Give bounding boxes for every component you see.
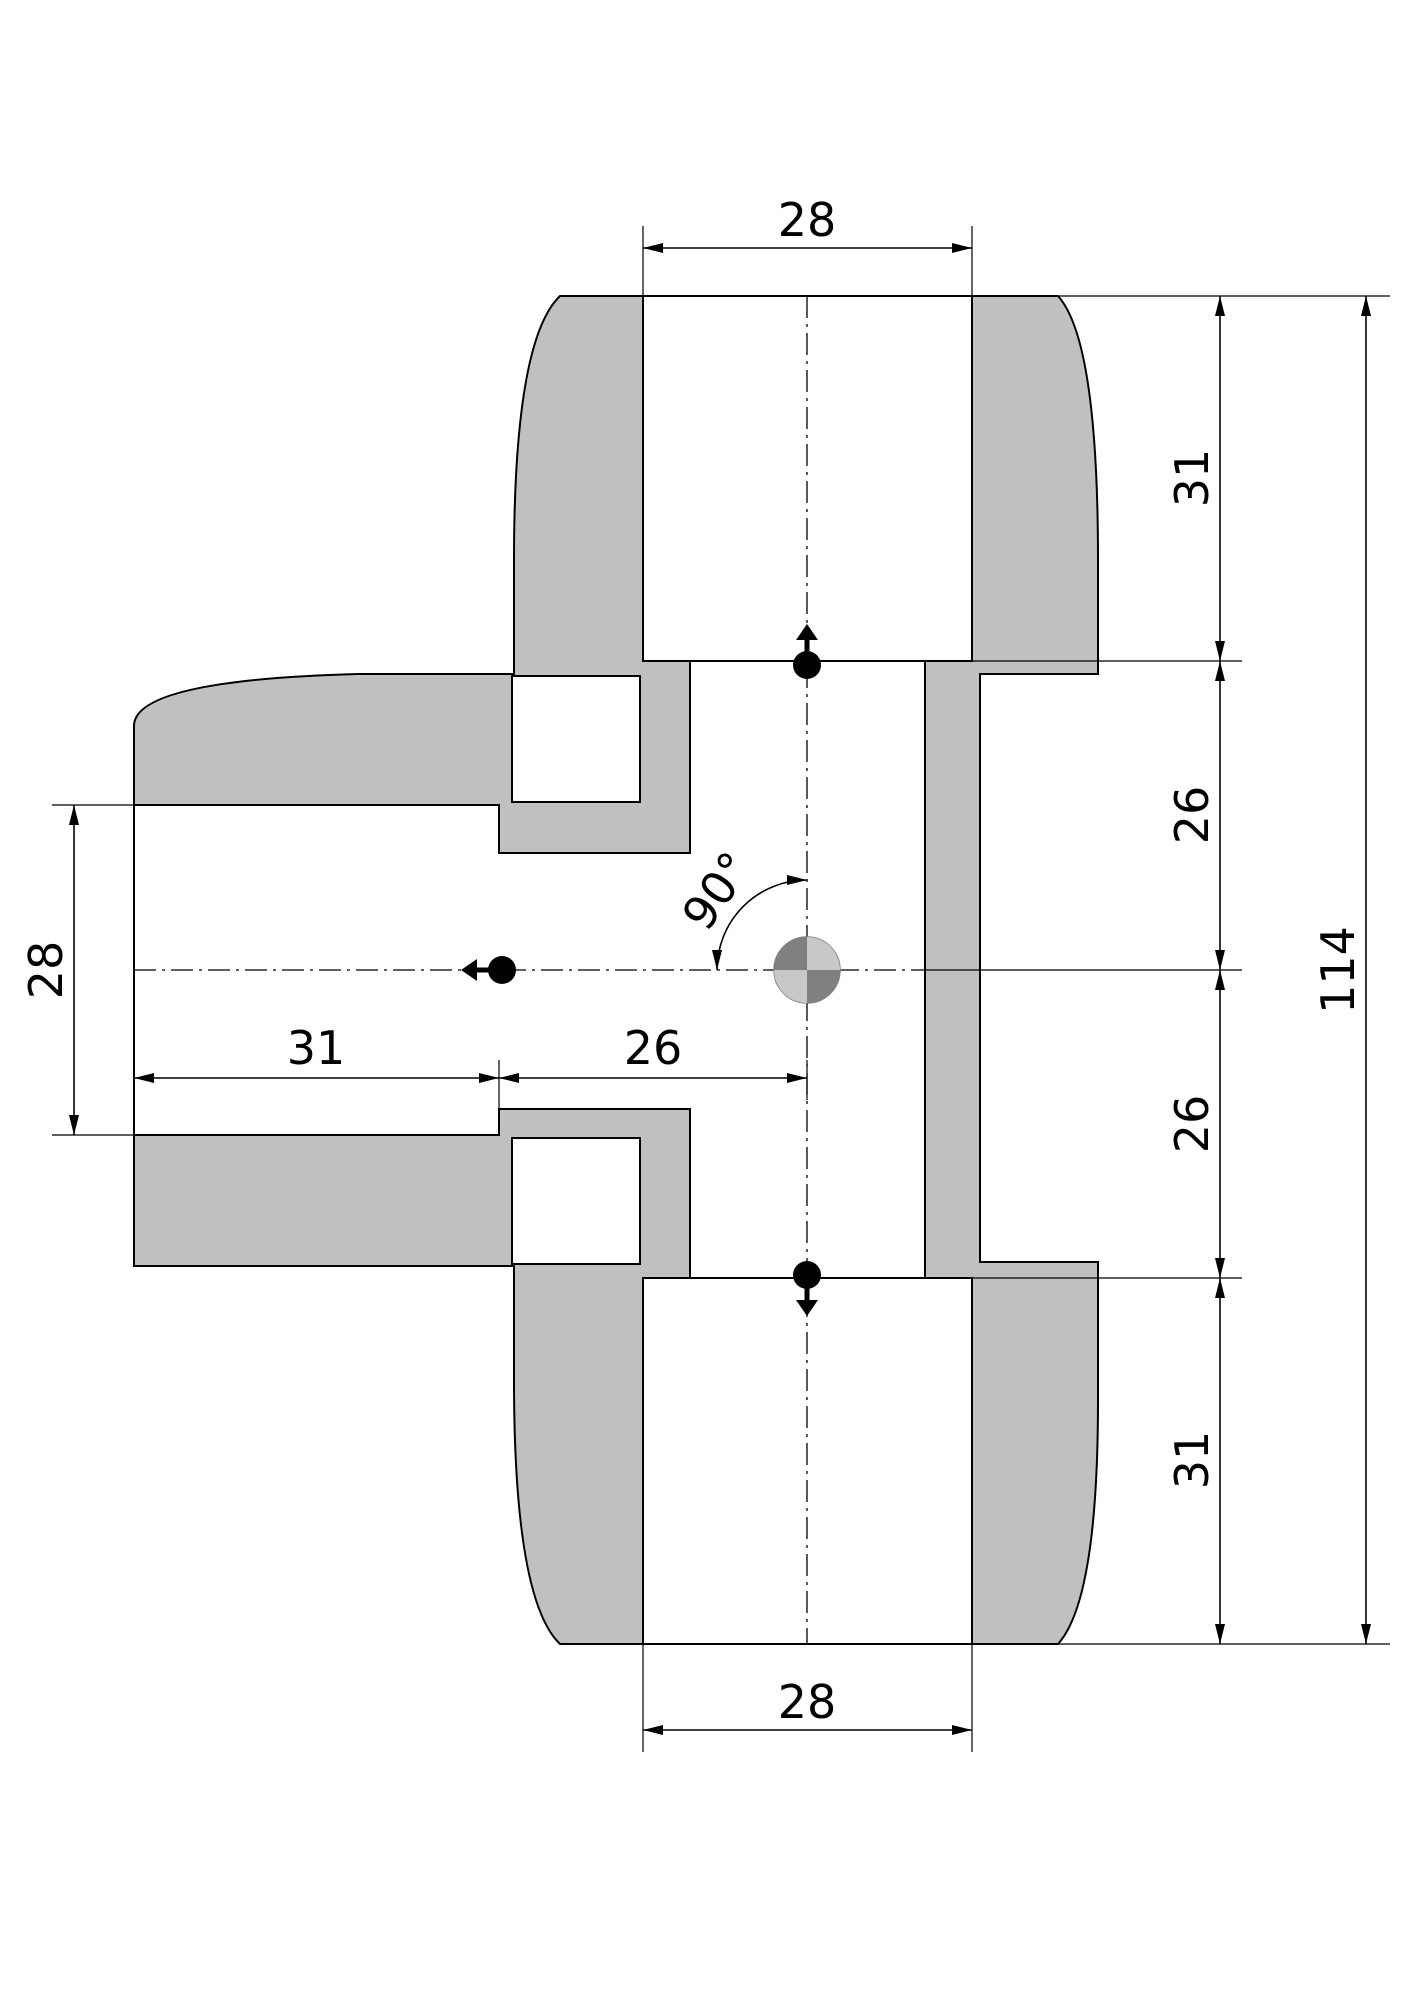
port-markers [461,624,821,1316]
angle-arc [712,875,808,971]
label-top-socket-depth: 31 [1165,449,1219,508]
label-upper-center-offset: 26 [1165,786,1219,845]
left-port-marker [461,956,516,984]
top-port-marker [793,624,821,679]
upper-groove [511,675,641,803]
centroid-symbol [773,936,841,1004]
label-left-socket-depth: 31 [287,1021,346,1075]
label-bottom-socket-width: 28 [778,1675,837,1729]
dimension-lines [69,243,1371,1735]
label-top-socket-width: 28 [778,193,837,247]
label-left-center-offset: 26 [624,1021,683,1075]
run-through-bore [133,660,926,1279]
bottom-port-marker [793,1261,821,1316]
label-bottom-socket-depth: 31 [1165,1431,1219,1490]
label-overall-length: 114 [1311,926,1365,1014]
label-lower-center-offset: 26 [1165,1095,1219,1154]
label-left-socket-height: 28 [19,941,73,1000]
lower-groove [511,1137,641,1265]
